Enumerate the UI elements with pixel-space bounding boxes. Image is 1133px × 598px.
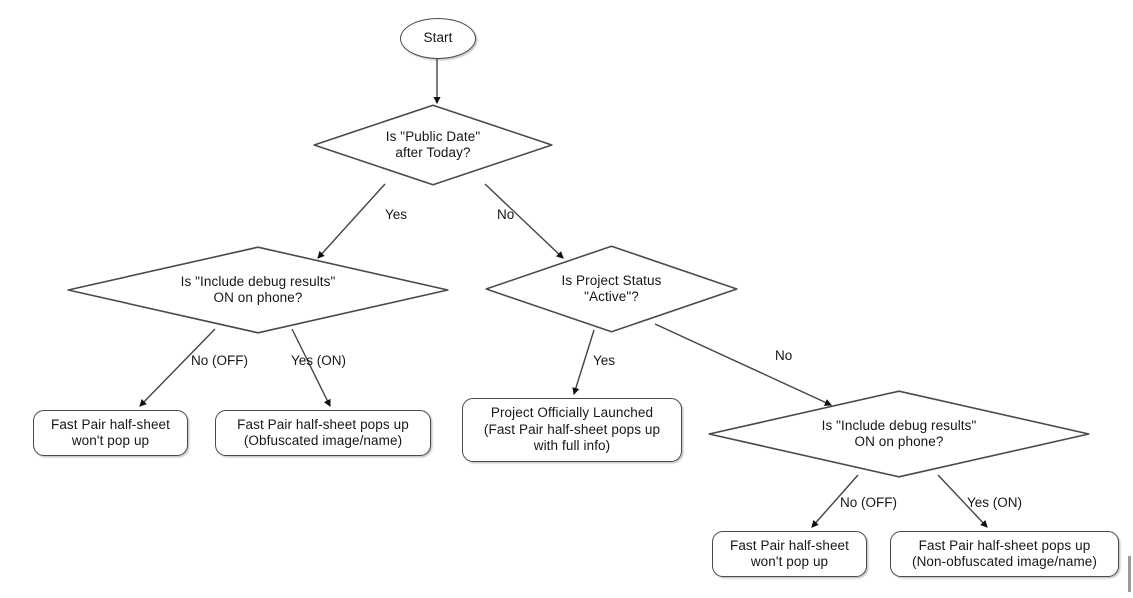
- edge-label-debug-left-no: No (OFF): [191, 353, 248, 368]
- edge-artifact-mark: [1128, 556, 1131, 592]
- node-start[interactable]: Start: [400, 18, 476, 59]
- edge-debug-left-no: [139, 328, 216, 407]
- node-left-off-label: Fast Pair half-sheet won't pop up: [50, 416, 171, 449]
- edge-public-date-no: [484, 183, 564, 259]
- diamond-shape: [313, 104, 553, 186]
- edge-label-project-status-yes: Yes: [593, 353, 616, 368]
- edge-label-public-date-no: No: [497, 207, 515, 222]
- node-debug-right-label: Is "Include debug results" ON on phone?: [821, 417, 977, 450]
- edge-label-debug-right-yes: Yes (ON): [967, 495, 1023, 510]
- diamond-shape: [708, 390, 1090, 478]
- edge-debug-left-yes: [291, 328, 331, 407]
- edge-project-status-no: [654, 323, 832, 406]
- node-project-status[interactable]: Is Project Status "Active"?: [485, 245, 738, 333]
- edge-project-status-yes: [572, 329, 595, 396]
- edge-label-debug-left-yes: Yes (ON): [291, 353, 347, 368]
- node-left-on[interactable]: Fast Pair half-sheet pops up (Obfuscated…: [215, 410, 431, 456]
- node-right-off[interactable]: Fast Pair half-sheet won't pop up: [712, 531, 867, 577]
- node-launched[interactable]: Project Officially Launched (Fast Pair h…: [462, 398, 682, 462]
- edge-debug-right-no: [811, 474, 859, 528]
- node-debug-left[interactable]: Is "Include debug results" ON on phone?: [67, 246, 449, 334]
- node-start-label: Start: [423, 30, 453, 46]
- diamond-shape: [67, 246, 449, 334]
- node-right-on[interactable]: Fast Pair half-sheet pops up (Non-obfusc…: [890, 531, 1119, 577]
- node-left-off[interactable]: Fast Pair half-sheet won't pop up: [33, 410, 188, 456]
- node-project-status-label: Is Project Status "Active"?: [561, 272, 662, 305]
- node-debug-left-label: Is "Include debug results" ON on phone?: [180, 273, 336, 306]
- edge-label-public-date-yes: Yes: [385, 207, 408, 222]
- diamond-shape: [485, 245, 738, 333]
- edge-debug-right-yes: [937, 474, 988, 528]
- node-debug-right[interactable]: Is "Include debug results" ON on phone?: [708, 390, 1090, 478]
- node-right-off-label: Fast Pair half-sheet won't pop up: [729, 537, 850, 570]
- edge-public-date-yes: [317, 183, 386, 259]
- node-right-on-label: Fast Pair half-sheet pops up (Non-obfusc…: [911, 537, 1098, 570]
- node-launched-label: Project Officially Launched (Fast Pair h…: [483, 405, 661, 454]
- edge-label-project-status-no: No: [775, 348, 793, 363]
- edge-label-debug-right-no: No (OFF): [840, 495, 897, 510]
- node-left-on-label: Fast Pair half-sheet pops up (Obfuscated…: [237, 416, 409, 449]
- node-public-date[interactable]: Is "Public Date" after Today?: [313, 104, 553, 186]
- node-public-date-label: Is "Public Date" after Today?: [385, 128, 481, 161]
